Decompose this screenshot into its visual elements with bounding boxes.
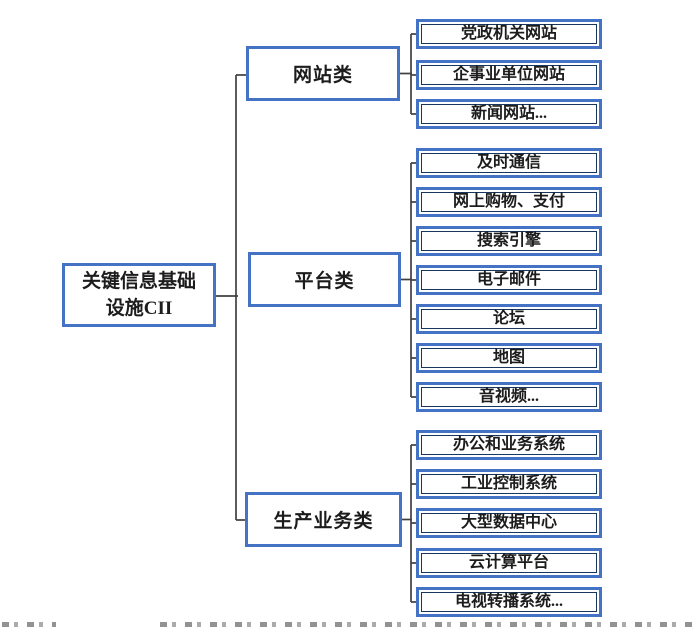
leaf-g3-3: 云计算平台 [416,548,602,578]
leaf-label: 地图 [492,349,525,366]
leaf-label: 党政机关网站 [460,25,557,42]
leaf-label: 网上购物、支付 [452,193,565,210]
leaf-label: 及时通信 [476,154,541,171]
leaf-g1-2: 新闻网站... [416,99,602,129]
branch-label: 生产业务类 [273,511,374,532]
leaf-label: 电子邮件 [476,271,541,288]
leaf-g2-4: 论坛 [416,304,602,334]
leaf-g2-1: 网上购物、支付 [416,187,602,217]
leaf-g2-3: 电子邮件 [416,265,602,295]
leaf-g2-6: 音视频... [416,382,602,412]
leaf-label: 新闻网站... [470,105,547,122]
branch-production-business-category: 生产业务类 [245,492,402,547]
branch-website-category: 网站类 [246,46,400,101]
leaf-g2-2: 搜索引擎 [416,226,602,256]
leaf-g3-0: 办公和业务系统 [416,430,602,460]
leaf-label: 音视频... [478,388,539,405]
leaf-label: 大型数据中心 [460,514,557,531]
leaf-label: 电视转播系统... [454,593,563,610]
leaf-g2-0: 及时通信 [416,148,602,178]
leaf-label: 搜索引擎 [476,232,541,249]
leaf-label: 企事业单位网站 [452,66,565,83]
leaf-g1-0: 党政机关网站 [416,19,602,49]
leaf-g3-4: 电视转播系统... [416,587,602,617]
root-node-cii: 关键信息基础 设施CII [62,263,216,327]
leaf-g3-1: 工业控制系统 [416,469,602,499]
branch-platform-category: 平台类 [248,252,401,307]
root-label-line1: 关键信息基础 [81,271,196,292]
root-label-line2: 设施CII [105,298,173,319]
leaf-label: 办公和业务系统 [452,436,565,453]
leaf-label: 云计算平台 [468,554,549,571]
leaf-label: 论坛 [492,310,525,327]
branch-label: 网站类 [292,65,353,86]
leaf-g1-1: 企事业单位网站 [416,60,602,90]
figure-caption-cropped-right [160,622,692,627]
leaf-g2-5: 地图 [416,343,602,373]
figure-caption-cropped-left [2,622,56,627]
leaf-label: 工业控制系统 [460,475,557,492]
branch-label: 平台类 [294,271,355,292]
leaf-g3-2: 大型数据中心 [416,508,602,538]
